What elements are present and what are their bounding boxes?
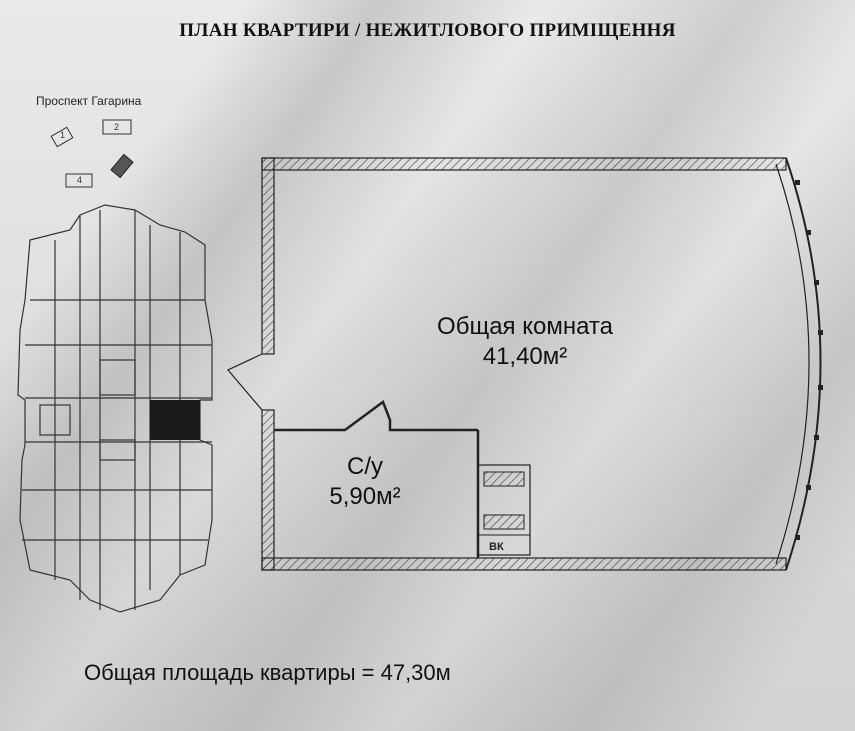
room-name: Общая комната [437, 313, 613, 340]
street-name: Проспект Гагарина [36, 94, 142, 108]
parking-number: 1 [60, 130, 66, 140]
parking-number: 4 [77, 175, 83, 185]
room-area: 41,40м² [482, 343, 568, 370]
apartment-highlight [150, 400, 200, 440]
building-floor-plan [17, 204, 213, 613]
vent-label: ВК [489, 541, 504, 553]
parking-number: 2 [114, 122, 120, 132]
car-icon [50, 126, 74, 148]
room-living: Общая комната 41,40м² [400, 312, 650, 372]
parking-spot-icon [65, 173, 93, 188]
room-bathroom: С/у 5,90м² [305, 452, 425, 512]
apartment-plan [227, 157, 823, 571]
total-area: Общая площадь квартиры = 47,30м [84, 660, 451, 685]
car-icon [110, 153, 134, 179]
room-area: 5,90м² [329, 483, 401, 510]
room-name: С/у [347, 453, 383, 480]
document-title: ПЛАН КВАРТИРИ / НЕЖИТЛОВОГО ПРИМІЩЕННЯ [179, 20, 676, 41]
parking-spot-icon [102, 119, 132, 135]
